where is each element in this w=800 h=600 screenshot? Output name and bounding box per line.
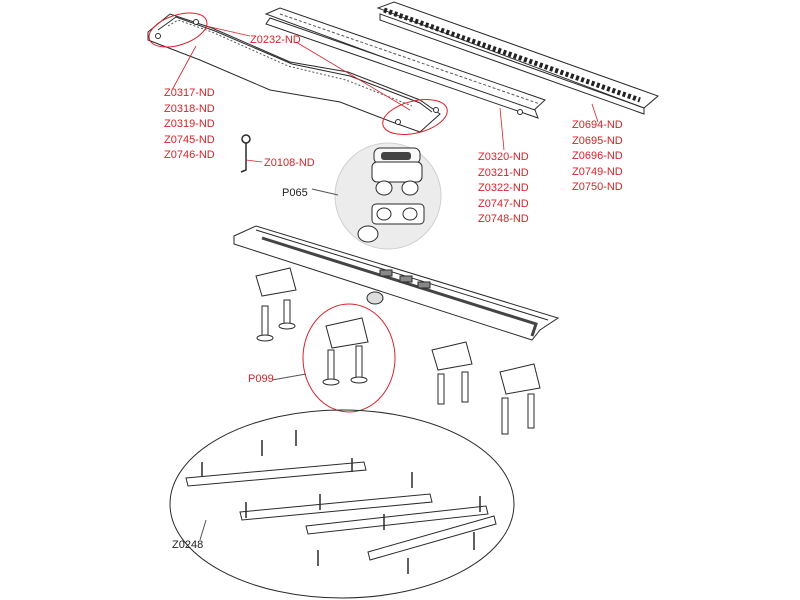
mounting-kit-ellipse — [169, 409, 515, 599]
label-item: Z0750-ND — [572, 181, 623, 193]
label-item: Z0322-ND — [478, 182, 529, 194]
label-group-left: Z0317-ND Z0318-ND Z0319-ND Z0745-ND Z074… — [164, 86, 215, 164]
wave-grate — [147, 13, 441, 133]
mounting-plates — [185, 461, 497, 561]
label-z0108: Z0108-ND — [264, 157, 315, 169]
label-item: Z0748-ND — [478, 213, 529, 225]
label-item: Z0695-ND — [572, 134, 623, 147]
foot-assemblies — [255, 267, 541, 435]
perforated-grate — [264, 7, 546, 119]
leader-p099 — [271, 373, 307, 381]
label-item: Z0696-ND — [572, 150, 623, 162]
label-z0248: Z0248 — [172, 539, 204, 551]
label-p099: P099 — [248, 373, 274, 385]
label-item: Z0318-ND — [164, 102, 215, 115]
hook-tool — [240, 134, 251, 173]
label-item: Z0321-ND — [478, 166, 529, 179]
label-group-mid: Z0320-ND Z0321-ND Z0322-ND Z0747-ND Z074… — [478, 150, 529, 228]
label-z0232: Z0232-ND — [250, 34, 301, 46]
label-p065: P065 — [282, 187, 308, 199]
callout-ellipse-foot — [302, 303, 396, 413]
label-item: Z0749-ND — [572, 165, 623, 178]
callout-ellipse-mid-right — [382, 99, 448, 135]
label-item: Z0319-ND — [164, 118, 215, 130]
mounting-screws — [201, 430, 481, 574]
siphon-trap — [334, 142, 442, 250]
label-item: Z0745-ND — [164, 133, 215, 146]
drain-channel — [233, 225, 560, 341]
label-item: Z0694-ND — [572, 119, 623, 131]
label-item: Z0747-ND — [478, 197, 529, 210]
leader-z0248 — [199, 519, 207, 541]
label-item: Z0320-ND — [478, 151, 529, 163]
leader-p065 — [311, 188, 339, 196]
label-item: Z0317-ND — [164, 87, 215, 99]
callout-ellipse-top-left — [148, 12, 208, 48]
label-item: Z0746-ND — [164, 149, 215, 161]
label-group-right: Z0694-ND Z0695-ND Z0696-ND Z0749-ND Z075… — [572, 118, 623, 196]
callout-leaders — [171, 25, 599, 163]
slotted-grate — [376, 1, 659, 115]
